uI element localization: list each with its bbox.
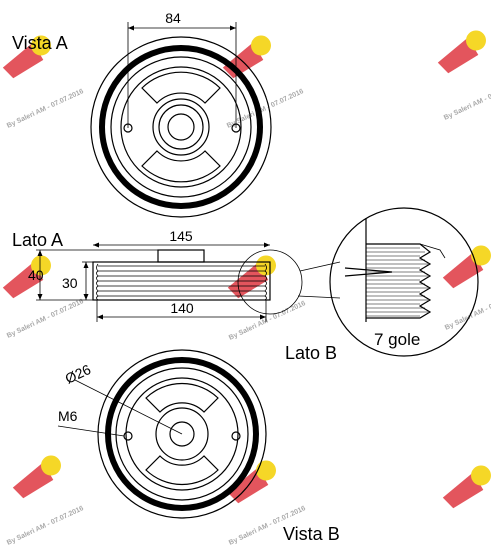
pulley-b-outer-circle: [97, 349, 267, 519]
watermark-logo: [2, 35, 51, 79]
dim-84-text: 84: [165, 10, 181, 26]
lato-a-view: 145 140 40: [12, 228, 341, 322]
watermark-text: By Saleri AM - 07.07.2016: [228, 300, 307, 342]
dim-30-text: 30: [62, 275, 78, 291]
watermark-logo: [442, 465, 491, 509]
pulley-b-ring: [105, 357, 259, 511]
lato-b-detail: 7 gole Lato B: [285, 207, 479, 363]
dim-40-text: 40: [28, 267, 44, 283]
watermark-logo: [442, 245, 491, 289]
label-vista-a: Vista A: [12, 33, 68, 53]
pulley-outer-circle: [90, 36, 272, 218]
watermark-text: By Saleri AM - 07.07.2016: [6, 505, 85, 547]
bolt-hole-b-left: [123, 431, 133, 441]
label-7-gole: 7 gole: [374, 330, 420, 349]
hub-bore: [167, 113, 195, 141]
watermark-text: By Saleri AM - 07.07.2016: [6, 298, 85, 340]
hub-b-bore: [169, 421, 195, 447]
grooves: [96, 263, 267, 301]
hub-outer: [152, 98, 210, 156]
spoke-window-top: [141, 71, 221, 104]
dim-145-text: 145: [169, 228, 193, 244]
label-lato-a: Lato A: [12, 230, 63, 250]
bolt-hole-right: [231, 123, 241, 133]
label-vista-b: Vista B: [283, 524, 340, 544]
hub-boss: [157, 249, 205, 263]
spoke-window-bottom: [141, 150, 221, 183]
watermark-logo: [2, 255, 51, 299]
dim-d26-text: Ø26: [63, 361, 94, 387]
watermark-logo: [12, 455, 61, 499]
detail-callout-circle: [237, 249, 303, 315]
watermark-text: By Saleri AM - 07.07.2016: [444, 290, 491, 332]
watermark-text: By Saleri AM - 07.07.2016: [6, 88, 85, 130]
vista-a-view: 84 Vista A: [12, 10, 272, 218]
watermark-text: By Saleri AM - 07.07.2016: [443, 80, 491, 122]
dim-m6-text: M6: [58, 408, 78, 424]
groove-profile: [344, 218, 446, 322]
label-lato-b: Lato B: [285, 343, 337, 363]
bolt-hole-left: [123, 123, 133, 133]
detail-zoom-circle: [329, 207, 479, 357]
vista-b-view: Ø26 M6 Vista B: [57, 349, 340, 544]
pulley-ring: [99, 45, 263, 209]
bolt-hole-b-right: [231, 431, 241, 441]
dim-140-text: 140: [170, 300, 194, 316]
watermark-logo: [437, 30, 486, 74]
